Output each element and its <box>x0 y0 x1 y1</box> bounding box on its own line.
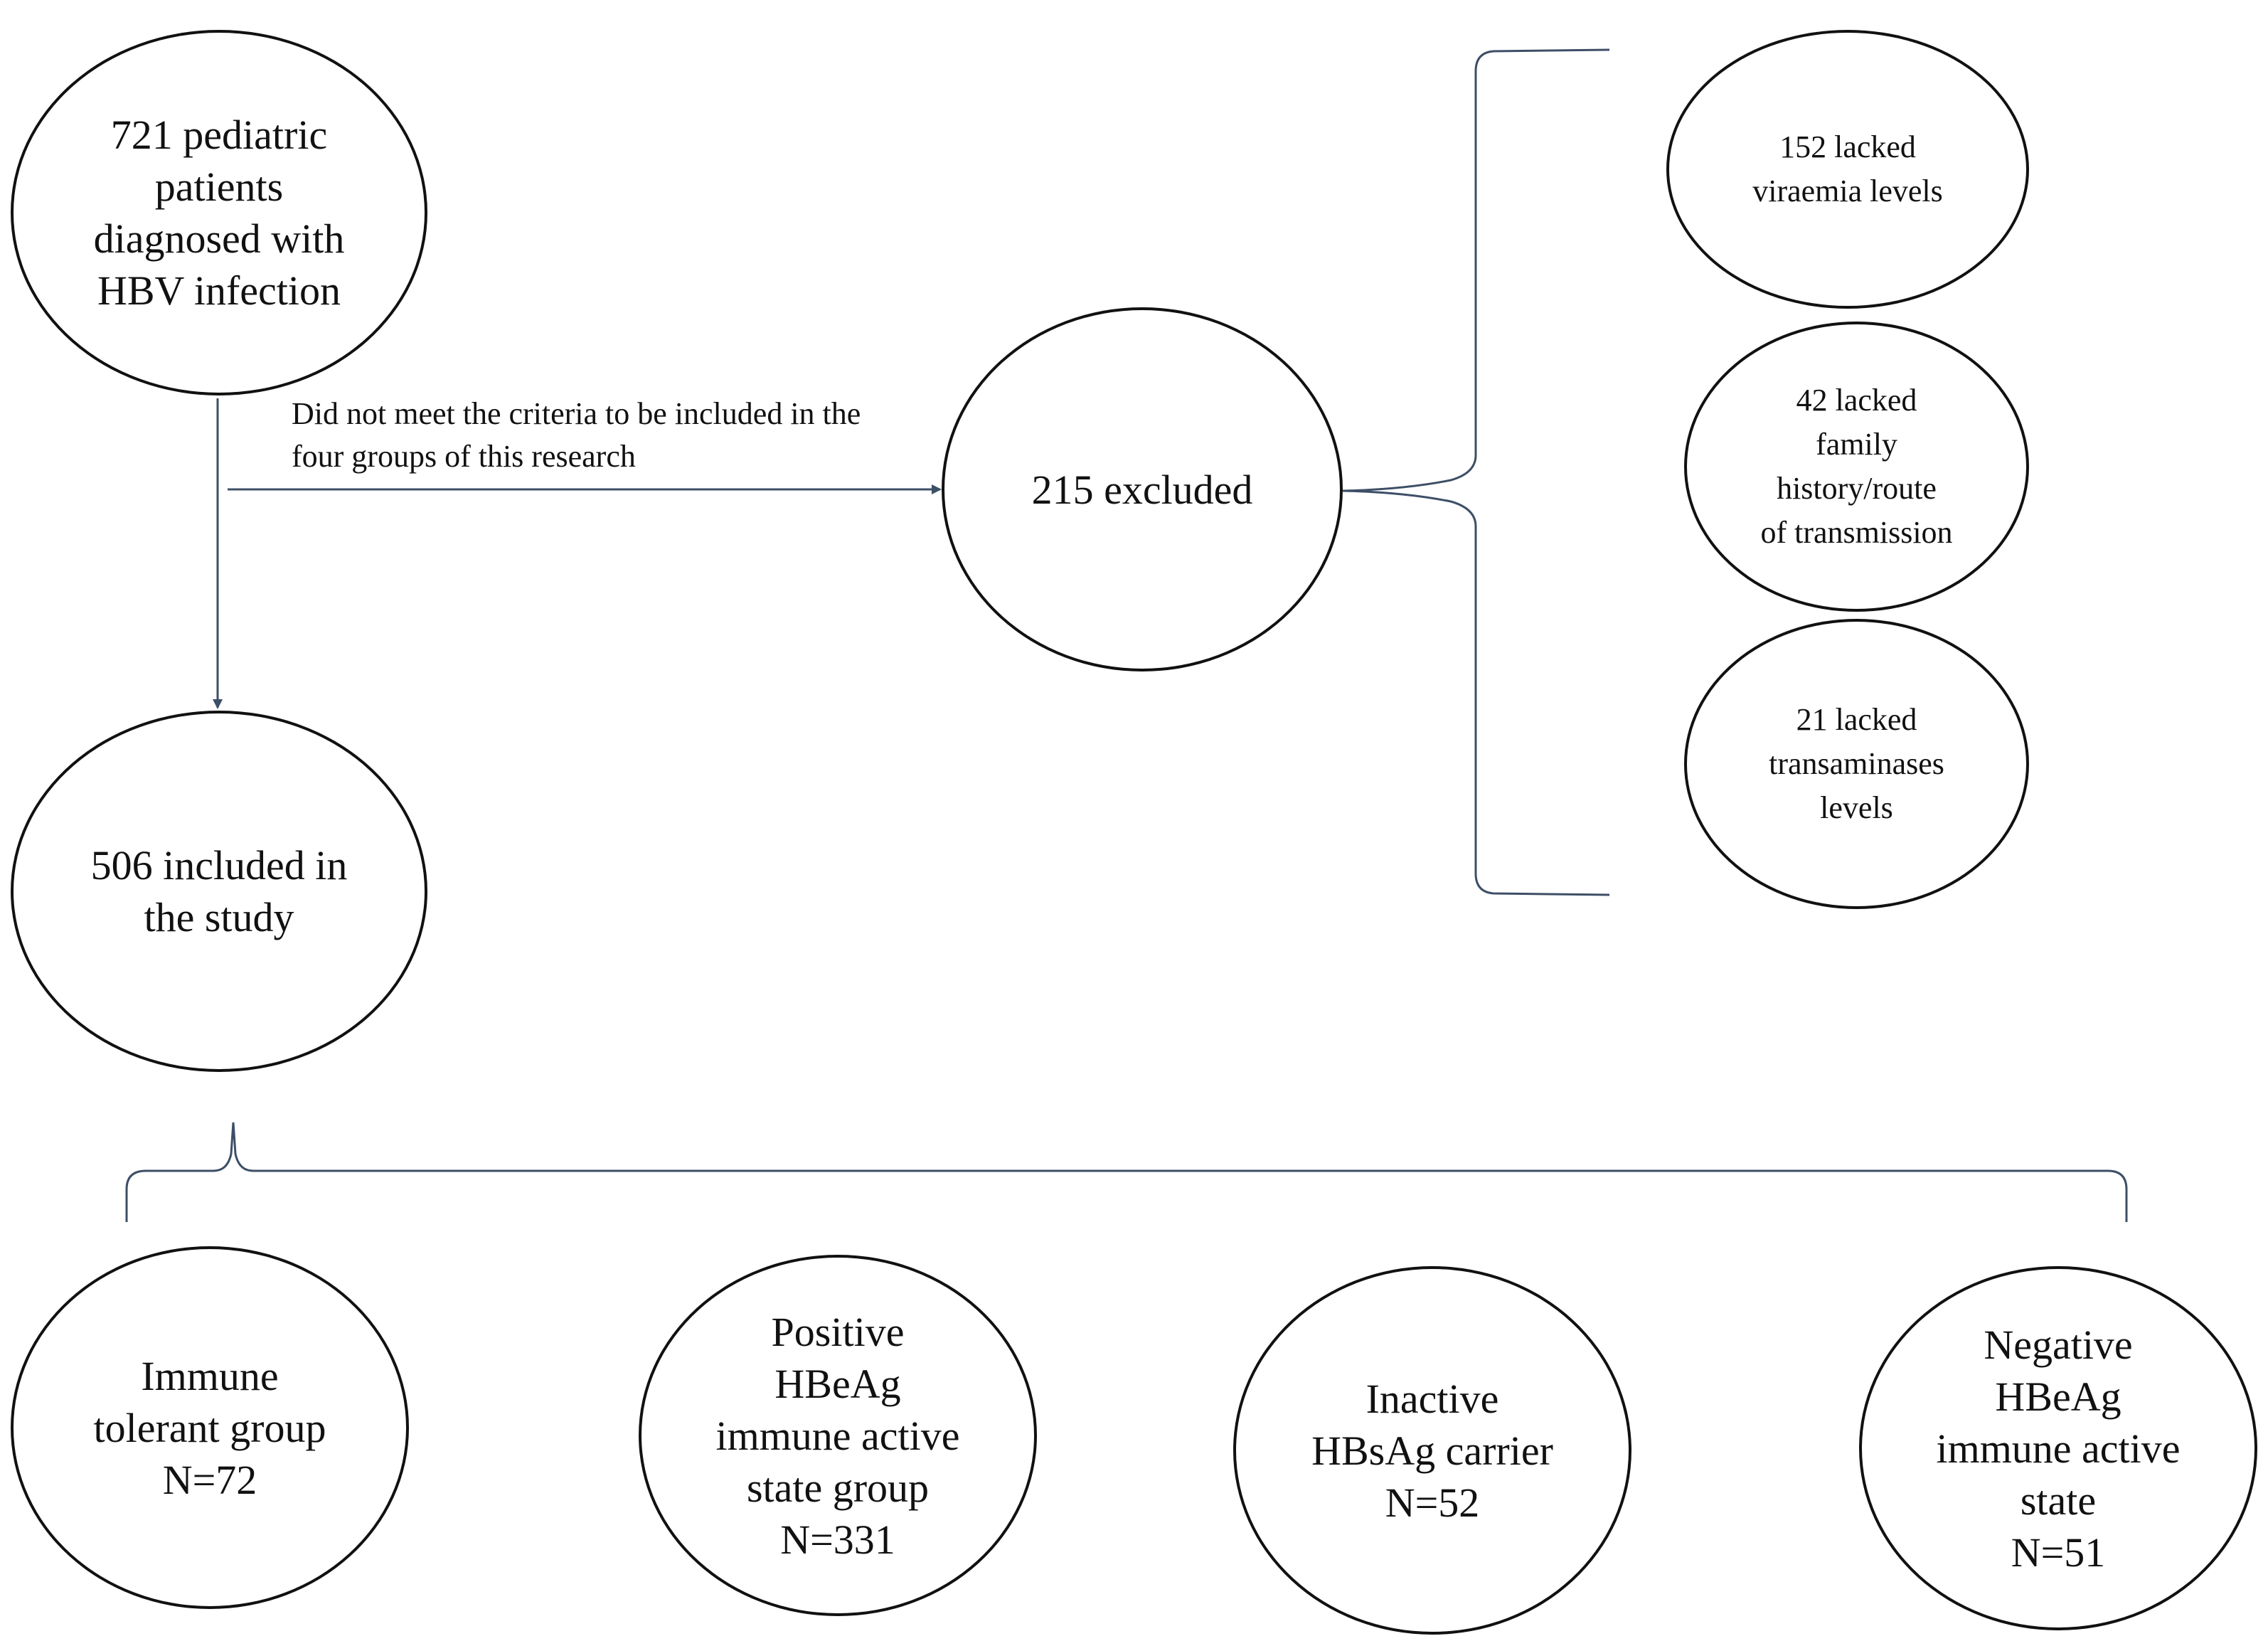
group-negative-hbeag-line: N=51 <box>2011 1529 2106 1576</box>
group-negative-hbeag-line: immune active <box>1936 1425 2181 1472</box>
group-negative-hbeag-line: Negative <box>1984 1321 2133 1368</box>
group-negative-hbeag-line: state <box>2020 1477 2097 1524</box>
start-node-line: 721 pediatric <box>110 112 328 158</box>
included-node-line: the study <box>144 894 294 940</box>
group-immune-tolerant-line: Immune <box>141 1352 279 1399</box>
group-inactive-carrier-line: N=52 <box>1385 1479 1480 1526</box>
group-inactive-carrier-line: Inactive <box>1365 1375 1499 1422</box>
group-positive-hbeag-line: N=331 <box>780 1516 895 1563</box>
group-positive-hbeag-line: immune active <box>715 1412 960 1459</box>
excluded-node: 215 excluded <box>942 307 1343 671</box>
group-immune-tolerant-line: N=72 <box>162 1456 257 1503</box>
reason-transaminases-line: levels <box>1820 790 1893 825</box>
start-node-line: diagnosed with <box>93 216 345 262</box>
reason-viraemia-line: 152 lacked <box>1779 129 1916 164</box>
included-node-line: 506 included in <box>90 842 348 888</box>
group-negative-hbeag-line: HBeAg <box>1995 1373 2121 1420</box>
group-positive-hbeag-line: Positive <box>771 1308 905 1355</box>
exclusion-criteria-label: Did not meet the criteria to be included… <box>292 393 861 478</box>
reason-family-history-line: history/route <box>1777 471 1937 506</box>
group-positive-hbeag-node: Positive HBeAg immune active state group… <box>639 1255 1037 1616</box>
reason-family-history-node: 42 lacked family history/route of transm… <box>1684 322 2029 612</box>
included-node: 506 included in the study <box>11 711 427 1072</box>
reason-transaminases-line: transaminases <box>1769 746 1944 781</box>
start-node: 721 pediatric patients diagnosed with HB… <box>11 30 427 395</box>
group-positive-hbeag-line: HBeAg <box>774 1360 901 1407</box>
exclusion-reasons-brace <box>1342 48 1610 896</box>
reason-viraemia-node: 152 lacked viraemia levels <box>1666 30 2029 309</box>
groups-brace <box>125 1122 2128 1222</box>
group-negative-hbeag-node: Negative HBeAg immune active state N=51 <box>1859 1266 2257 1630</box>
start-node-line: patients <box>154 164 284 210</box>
group-positive-hbeag-line: state group <box>746 1464 930 1511</box>
reason-transaminases-node: 21 lacked transaminases levels <box>1684 619 2029 909</box>
group-inactive-carrier-line: HBsAg carrier <box>1311 1427 1553 1474</box>
reason-family-history-line: family <box>1816 427 1897 462</box>
reason-viraemia-line: viraemia levels <box>1752 174 1943 208</box>
group-inactive-carrier-node: Inactive HBsAg carrier N=52 <box>1233 1266 1631 1635</box>
group-immune-tolerant-node: Immune tolerant group N=72 <box>11 1246 409 1609</box>
reason-family-history-line: 42 lacked <box>1796 383 1917 418</box>
exclusion-criteria-line: four groups of this research <box>292 439 636 474</box>
exclusion-criteria-line: Did not meet the criteria to be included… <box>292 396 861 431</box>
reason-family-history-line: of transmission <box>1760 515 1953 550</box>
reason-transaminases-line: 21 lacked <box>1796 702 1917 737</box>
group-immune-tolerant-line: tolerant group <box>93 1404 326 1451</box>
start-node-line: HBV infection <box>97 267 341 314</box>
excluded-node-line: 215 excluded <box>1031 466 1253 513</box>
